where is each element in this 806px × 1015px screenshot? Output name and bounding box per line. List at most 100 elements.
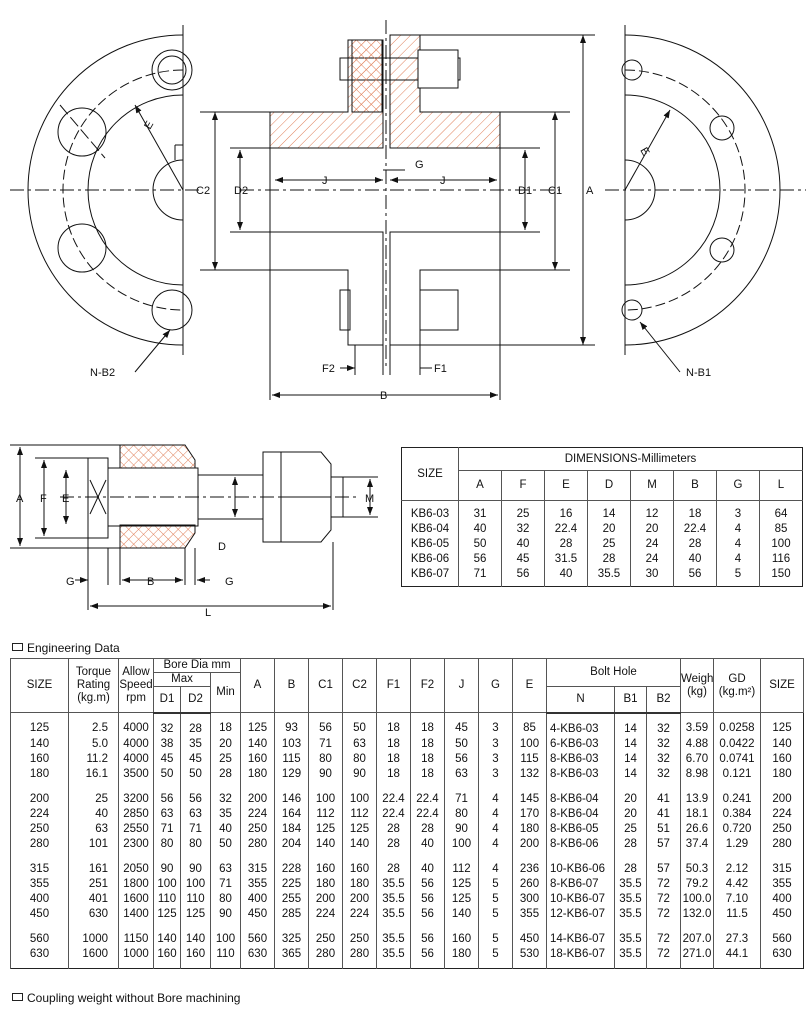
table-cell: 355 [10, 876, 69, 892]
table-cell: 32 [210, 781, 241, 807]
table-cell: 1600 [68, 946, 119, 968]
table-cell: 315 [240, 851, 275, 877]
table-cell: 18 [376, 751, 411, 767]
table-cell: 228 [274, 851, 309, 877]
table-cell: 14 [587, 500, 631, 522]
label-A: A [16, 493, 24, 505]
table-cell: 115 [274, 751, 309, 767]
table-cell: 22.4 [376, 806, 411, 822]
table-cell: 40 [410, 836, 445, 852]
col-size: SIZE [10, 658, 69, 713]
table-cell: 28 [180, 712, 211, 737]
table-cell: 140 [760, 736, 804, 752]
table-cell: 4.42 [713, 876, 761, 892]
table-cell: 125 [342, 821, 377, 837]
table-cell: 18 [410, 766, 445, 782]
table-cell: 56 [410, 891, 445, 907]
table-cell: 200 [342, 891, 377, 907]
table-cell: 80 [180, 836, 211, 852]
table-cell: 63 [210, 851, 241, 877]
col-d1: D1 [153, 686, 181, 714]
table-cell: 530 [512, 946, 547, 968]
table-cell: 14 [614, 712, 647, 737]
table-cell: 35 [180, 736, 211, 752]
table-cell: 63 [342, 736, 377, 752]
table-cell: 20 [587, 522, 631, 537]
table-cell: 3 [716, 500, 760, 522]
table-cell: 2050 [118, 851, 154, 877]
table-cell: 93 [274, 712, 309, 737]
table-cell: 4000 [118, 751, 154, 767]
table-cell: 260 [512, 876, 547, 892]
table-cell: 35.5 [614, 946, 647, 968]
label-F1: F1 [434, 363, 447, 375]
table-cell: 3 [478, 751, 513, 767]
table-cell: 365 [274, 946, 309, 968]
table-cell: 160 [760, 751, 804, 767]
table-cell: 14-KB6-07 [546, 921, 615, 947]
col-c1: C1 [308, 658, 343, 713]
table-cell: 22.4 [410, 806, 445, 822]
table-cell: 63 [153, 806, 181, 822]
table-cell: 13.9 [680, 781, 714, 807]
table-cell: 8.98 [680, 766, 714, 782]
table-cell: 103 [274, 736, 309, 752]
table-cell: 18-KB6-07 [546, 946, 615, 968]
table-cell: 132 [512, 766, 547, 782]
table-cell: 25 [210, 751, 241, 767]
table-cell: 31.5 [544, 552, 588, 567]
table-cell: 0.0422 [713, 736, 761, 752]
table-cell: 125 [180, 906, 211, 922]
dimensions-group-header: DIMENSIONS-Millimeters [458, 447, 803, 471]
table-cell: 50 [153, 766, 181, 782]
table-cell: 56 [410, 946, 445, 968]
table-cell: 140 [444, 906, 479, 922]
table-cell: 125 [444, 891, 479, 907]
table-cell: 45 [153, 751, 181, 767]
table-cell: 71 [458, 567, 502, 587]
table-cell: 4 [716, 522, 760, 537]
table-cell: 150 [759, 567, 803, 587]
table-cell: 51 [646, 821, 681, 837]
col-a: A [458, 470, 502, 501]
table-cell: 200 [10, 781, 69, 807]
table-cell: 22.4 [376, 781, 411, 807]
table-cell: 72 [646, 906, 681, 922]
table-cell: 80 [444, 806, 479, 822]
table-cell: 35.5 [376, 891, 411, 907]
col-min: Min [210, 672, 241, 713]
label-E-left: E [142, 119, 156, 131]
table-cell: 3 [478, 712, 513, 737]
col-n: N [546, 686, 615, 714]
table-cell: 280 [760, 836, 804, 852]
table-cell: 18.1 [680, 806, 714, 822]
table-cell: 224 [760, 806, 804, 822]
table-cell: 56 [444, 751, 479, 767]
table-cell: 560 [240, 921, 275, 947]
table-cell: 50 [444, 736, 479, 752]
label-C1: C1 [548, 185, 562, 197]
table-cell: 450 [760, 906, 804, 922]
table-cell: 140 [180, 921, 211, 947]
table-cell: 1150 [118, 921, 154, 947]
table-cell: 25 [68, 781, 119, 807]
table-cell: 180 [240, 766, 275, 782]
table-cell: 32 [646, 766, 681, 782]
table-cell: 56 [501, 567, 545, 587]
table-cell: 110 [180, 891, 211, 907]
table-cell: 32 [501, 522, 545, 537]
table-cell: 41 [646, 806, 681, 822]
table-cell: 80 [153, 836, 181, 852]
col-d2: D2 [180, 686, 211, 714]
table-cell: 25 [614, 821, 647, 837]
table-cell: 224 [10, 806, 69, 822]
table-cell: 1400 [118, 906, 154, 922]
table-cell: 5 [478, 876, 513, 892]
table-cell: 125 [444, 876, 479, 892]
table-cell: 28 [614, 851, 647, 877]
